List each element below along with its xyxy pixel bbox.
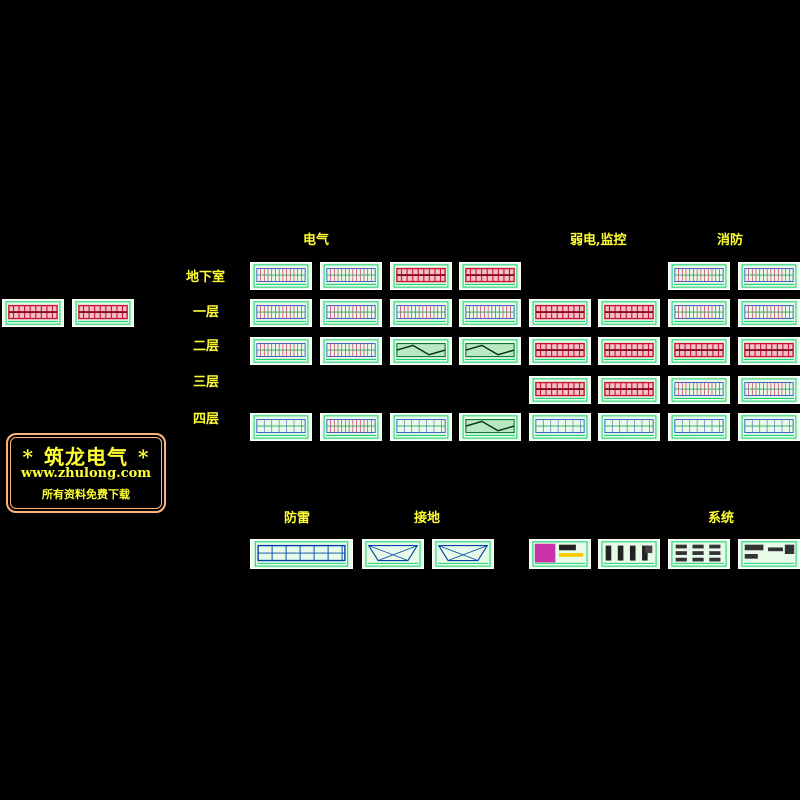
drawing-sheet bbox=[390, 262, 452, 290]
floor-label-floor2: 二层 bbox=[193, 339, 220, 354]
drawing-sheet bbox=[2, 299, 64, 327]
group-label-lightning: 防雷 bbox=[284, 511, 311, 526]
drawing-sheet bbox=[390, 299, 452, 327]
drawing-sheet bbox=[598, 413, 660, 441]
system-sheet bbox=[738, 539, 800, 569]
drawing-sheet bbox=[459, 299, 521, 327]
watermark-brand: 筑龙电气 bbox=[44, 445, 128, 469]
watermark-brand-row: * 筑龙电气 * bbox=[8, 441, 164, 470]
watermark-url: www.zhulong.com bbox=[20, 466, 152, 481]
drawing-sheet bbox=[668, 337, 730, 365]
drawing-sheet bbox=[320, 413, 382, 441]
drawing-sheet bbox=[738, 413, 800, 441]
drawing-sheet bbox=[529, 376, 591, 404]
floor-label-basement: 地下室 bbox=[186, 270, 226, 285]
group-label-system: 系统 bbox=[708, 511, 735, 526]
drawing-sheet bbox=[738, 262, 800, 290]
star-icon: * bbox=[138, 445, 150, 469]
system-sheet bbox=[598, 539, 660, 569]
drawing-sheet bbox=[668, 299, 730, 327]
drawing-sheet bbox=[250, 413, 312, 441]
drawing-sheet bbox=[320, 262, 382, 290]
drawing-sheet bbox=[250, 262, 312, 290]
drawing-sheet bbox=[738, 299, 800, 327]
drawing-sheet bbox=[459, 337, 521, 365]
drawing-sheet bbox=[668, 376, 730, 404]
drawing-sheet bbox=[668, 413, 730, 441]
drawing-sheet bbox=[668, 262, 730, 290]
floor-label-floor4: 四层 bbox=[193, 412, 220, 427]
drawing-sheet bbox=[529, 413, 591, 441]
watermark-stamp: * 筑龙电气 * www.zhulong.com 所有资料免费下载 bbox=[6, 433, 166, 513]
drawing-sheet bbox=[390, 337, 452, 365]
drawing-sheet bbox=[598, 299, 660, 327]
drawing-sheet bbox=[529, 337, 591, 365]
group-label-weak-current: 弱电,监控 bbox=[570, 233, 627, 248]
lightning-sheet bbox=[250, 539, 353, 569]
system-sheet bbox=[529, 539, 591, 569]
group-label-electrical: 电气 bbox=[303, 233, 330, 248]
drawing-sheet bbox=[738, 376, 800, 404]
grounding-sheet bbox=[362, 539, 424, 569]
drawing-sheet bbox=[738, 337, 800, 365]
drawing-sheet bbox=[598, 376, 660, 404]
drawing-sheet bbox=[459, 413, 521, 441]
star-icon: * bbox=[22, 445, 34, 469]
group-label-grounding: 接地 bbox=[414, 511, 441, 526]
grounding-sheet bbox=[432, 539, 494, 569]
floor-label-floor1: 一层 bbox=[193, 305, 220, 320]
floor-label-floor3: 三层 bbox=[193, 375, 220, 390]
drawing-sheet bbox=[72, 299, 134, 327]
drawing-sheet bbox=[320, 337, 382, 365]
drawing-sheet bbox=[390, 413, 452, 441]
drawing-sheet bbox=[250, 299, 312, 327]
drawing-sheet bbox=[459, 262, 521, 290]
drawing-sheet bbox=[529, 299, 591, 327]
drawing-sheet bbox=[250, 337, 312, 365]
watermark-slogan: 所有资料免费下载 bbox=[42, 488, 130, 501]
drawing-sheet bbox=[320, 299, 382, 327]
drawing-sheet bbox=[598, 337, 660, 365]
group-label-fire: 消防 bbox=[717, 233, 744, 248]
system-sheet bbox=[668, 539, 730, 569]
